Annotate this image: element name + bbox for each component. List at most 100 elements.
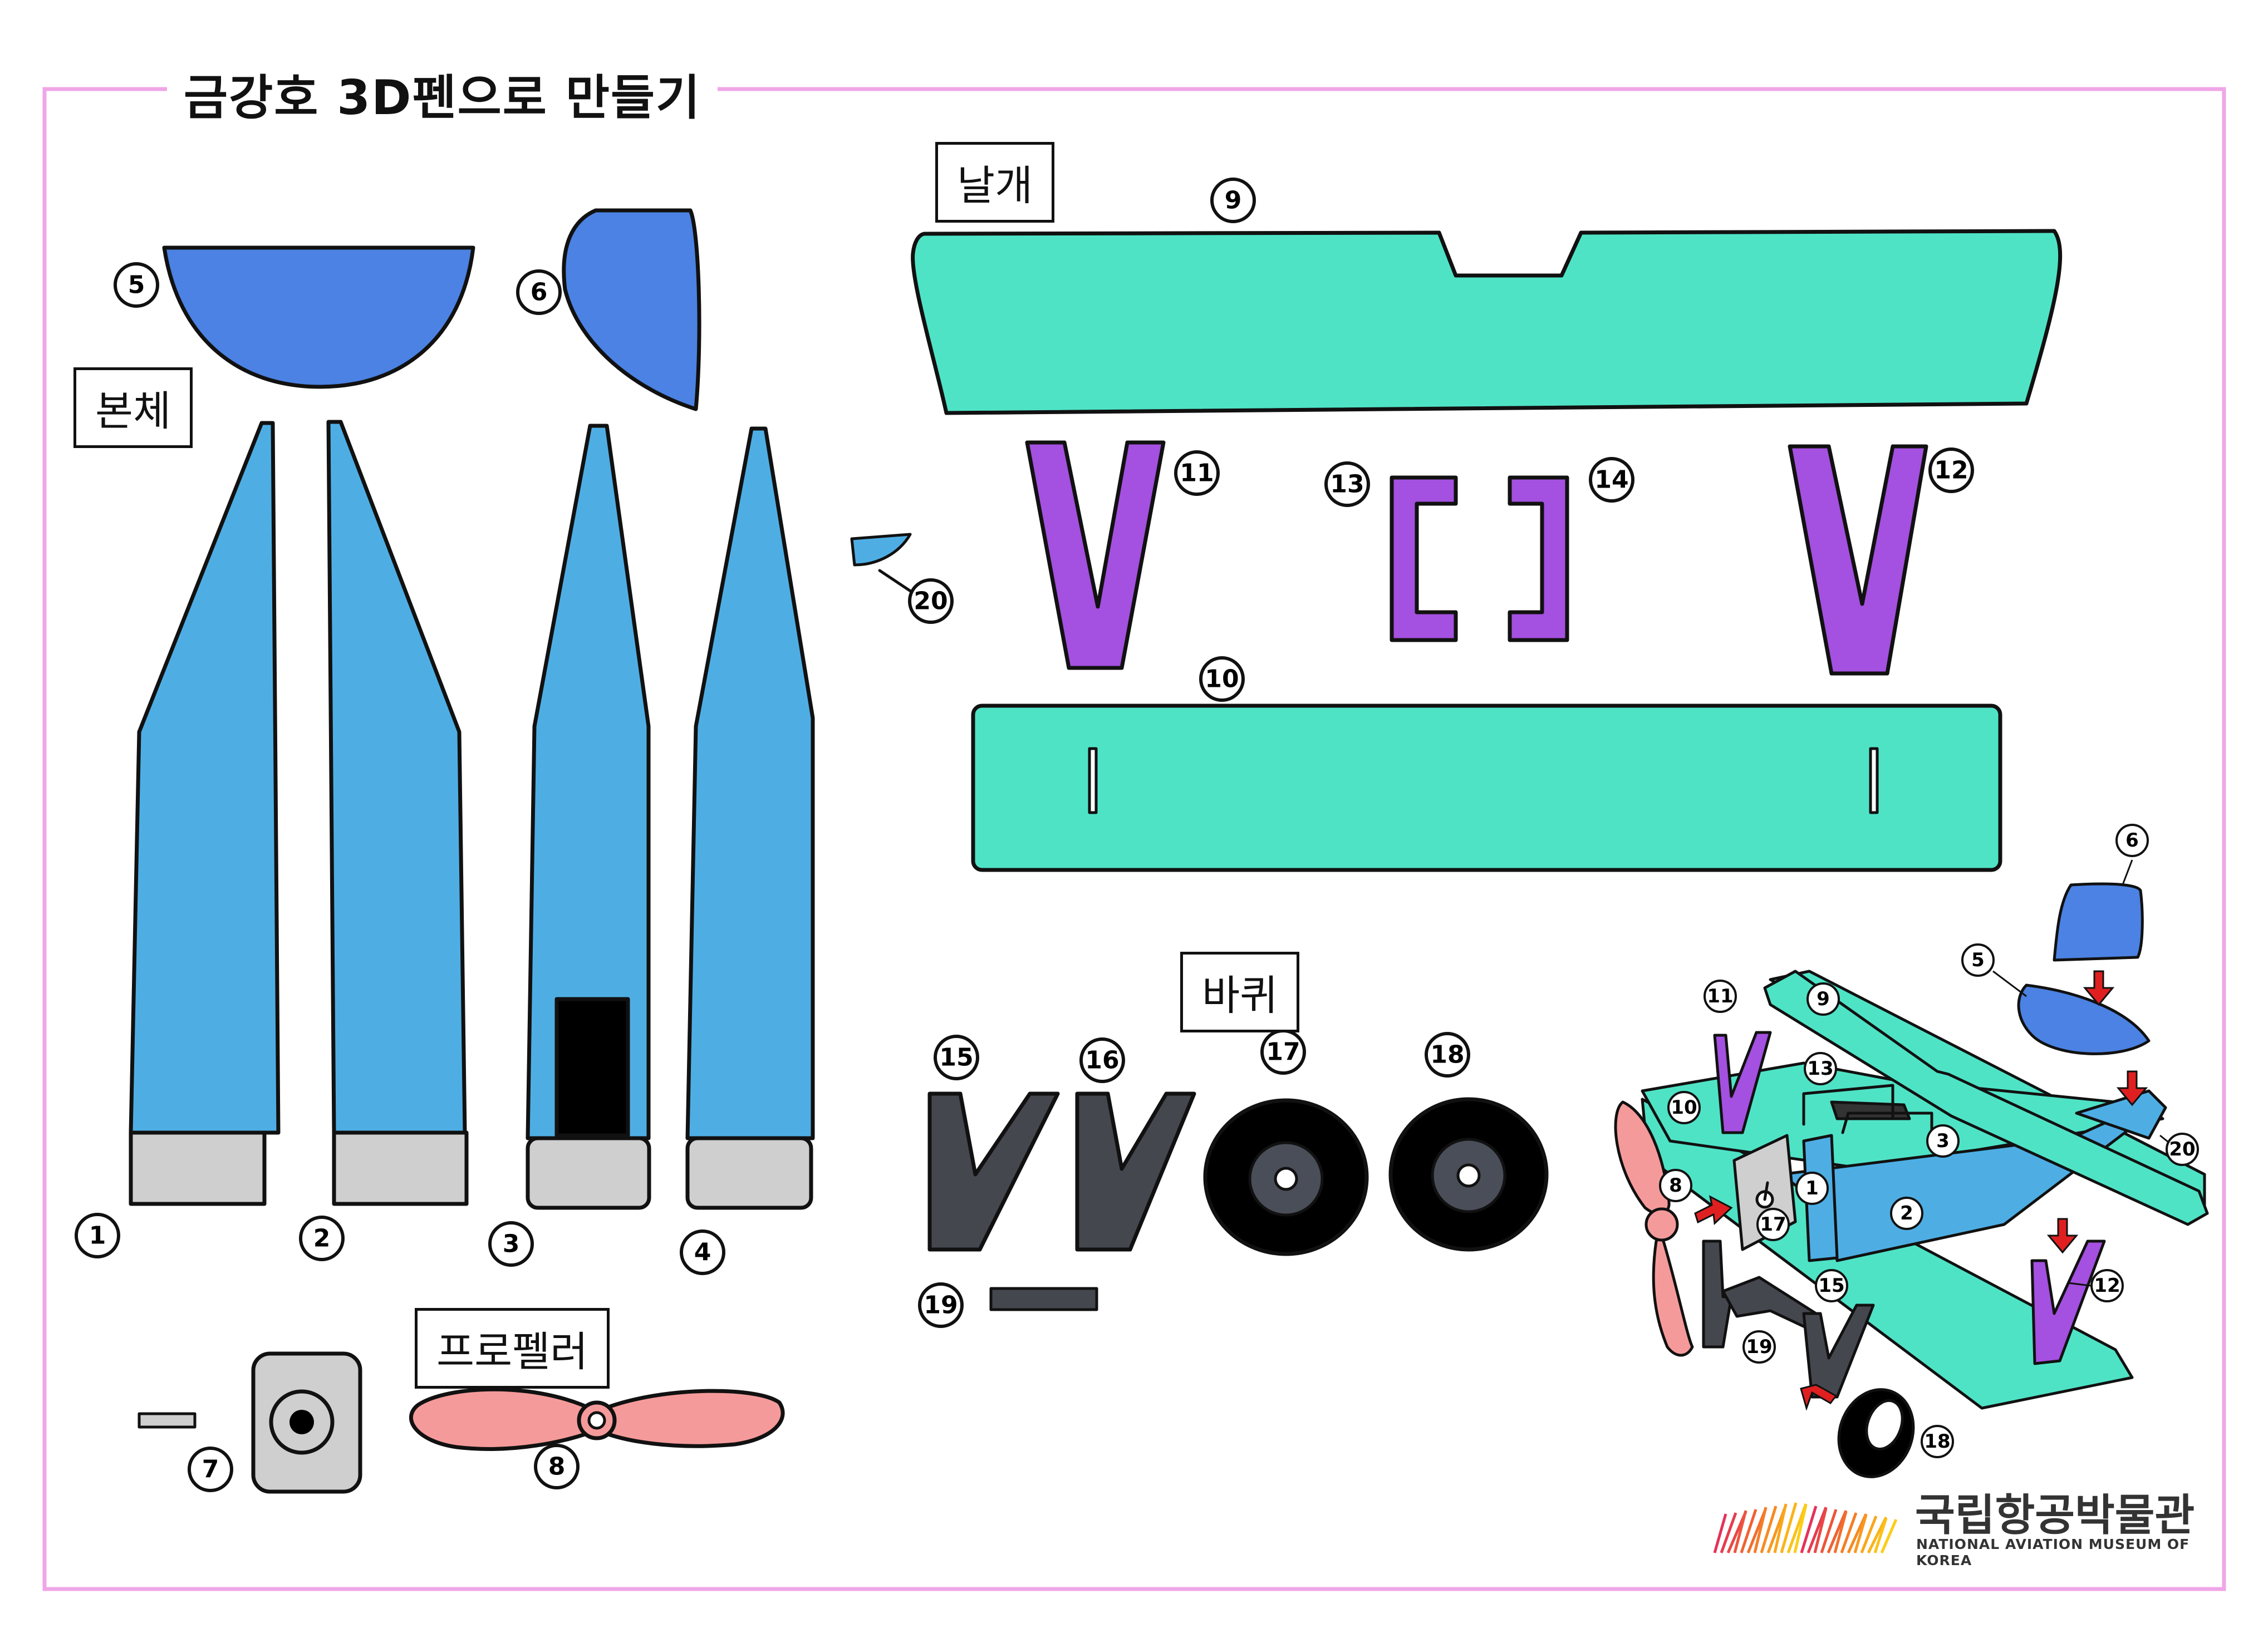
assembly-number-13: 13 [1804,1052,1837,1085]
svg-text:8: 8 [548,1453,566,1481]
strut-part-12 [1788,444,1928,676]
assembly-number-labels: 6 5 11 9 13 10 3 8 1 17 2 20 15 12 19 18 [1659,824,2199,1458]
propeller-part-8 [409,1387,785,1451]
assembly-number-18: 18 [1921,1425,1954,1458]
svg-text:12: 12 [1934,456,1968,485]
lower-wing-part-10 [971,704,2002,872]
part-number-6: 6 [516,269,562,315]
assembly-number-11: 11 [1704,980,1737,1013]
svg-text:20: 20 [2169,1138,2195,1160]
svg-text:3: 3 [503,1230,520,1258]
assembly-number-19: 19 [1742,1330,1776,1364]
svg-text:15: 15 [939,1044,973,1072]
axle-part-19 [989,1287,1098,1311]
part-number-17: 17 [1260,1029,1306,1075]
museum-logo: 국립항공박물관 NATIONAL AVIATION MUSEUM OF KORE… [1704,1480,2205,1568]
body-panel-1 [129,421,281,1206]
svg-text:1: 1 [1805,1177,1819,1199]
assembly-number-8: 8 [1659,1169,1692,1202]
assembly-number-3: 3 [1926,1124,1960,1158]
svg-text:6: 6 [531,278,548,307]
part-number-2: 2 [299,1216,345,1261]
part-number-5: 5 [114,262,159,308]
wheel-part-18 [1388,1097,1549,1252]
svg-text:2: 2 [313,1224,331,1253]
bracket-part-13 [1390,475,1458,642]
shaft-part-7 [138,1412,197,1429]
svg-text:6: 6 [2125,829,2139,852]
svg-text:18: 18 [1924,1430,1950,1453]
section-label-body: 본체 [73,367,193,448]
part-number-20: 20 [908,578,954,624]
svg-text:20: 20 [914,587,948,616]
logo-name-ko: 국립항공박물관 [1915,1491,2195,1541]
propeller-mount-part-7 [251,1351,362,1494]
section-label-wheels: 바퀴 [1180,952,1300,1032]
assembly-number-5: 5 [1961,943,1995,977]
svg-text:18: 18 [1430,1041,1464,1069]
svg-text:7: 7 [202,1455,219,1484]
part-20 [850,533,912,567]
svg-text:11: 11 [1707,985,1733,1007]
assembly-number-1: 1 [1795,1172,1829,1205]
wheel-strut-part-15 [927,1091,1060,1252]
assembly-number-20: 20 [2166,1133,2199,1166]
svg-text:12: 12 [2094,1275,2120,1297]
svg-text:9: 9 [1817,988,1830,1010]
svg-text:17: 17 [1266,1038,1300,1066]
part-number-15: 15 [934,1035,979,1080]
part-number-1: 1 [75,1213,120,1258]
assembly-number-10: 10 [1667,1091,1701,1124]
svg-text:8: 8 [1669,1174,1682,1197]
part-number-13: 13 [1324,461,1370,507]
assembly-number-9: 9 [1806,982,1840,1016]
section-label-wings: 날개 [935,142,1055,223]
svg-text:19: 19 [924,1291,958,1320]
part-number-19: 19 [918,1282,964,1328]
page-frame [42,87,2226,1591]
wheel-part-17 [1203,1098,1369,1256]
canopy-part-6 [562,208,701,411]
svg-text:14: 14 [1594,466,1628,494]
red-arrow-icon [1694,970,2148,1411]
part-number-12: 12 [1928,447,1974,493]
svg-text:16: 16 [1085,1046,1119,1075]
svg-text:9: 9 [1225,186,1242,215]
part-number-11: 11 [1174,450,1220,496]
part-number-8: 8 [534,1444,580,1489]
svg-text:3: 3 [1936,1130,1950,1152]
part-number-10: 10 [1199,656,1245,702]
lower-wing-slot-left [1088,747,1098,814]
assembly-number-15: 15 [1815,1269,1848,1302]
svg-text:10: 10 [1205,665,1239,693]
svg-text:10: 10 [1671,1096,1697,1119]
assembly-number-12: 12 [2090,1269,2124,1302]
assembly-number-17: 17 [1756,1208,1790,1241]
svg-text:17: 17 [1760,1213,1786,1236]
lower-wing-slot-right [1869,747,1879,814]
body-panel-3 [526,424,651,1210]
logo-name-en: NATIONAL AVIATION MUSEUM OF KOREA [1916,1536,2190,1568]
body-panel-2 [326,420,469,1206]
svg-text:2: 2 [1900,1202,1913,1224]
section-label-propeller: 프로펠러 [415,1308,610,1389]
assembly-number-6: 6 [2115,824,2149,857]
svg-text:13: 13 [1807,1057,1833,1080]
part-number-7: 7 [188,1447,233,1492]
logo-stripes-icon [1713,1502,1898,1554]
wheel-strut-part-16 [1075,1091,1196,1252]
part-number-3: 3 [488,1221,534,1267]
upper-wing-part-9 [911,229,2063,415]
part-number-9: 9 [1210,178,1256,223]
part-number-16: 16 [1079,1037,1125,1083]
part-number-4: 4 [680,1229,725,1275]
body-panel-4 [685,426,815,1210]
bracket-part-14 [1508,475,1569,642]
strut-part-11 [1025,440,1166,670]
svg-text:15: 15 [1818,1275,1844,1297]
svg-text:4: 4 [694,1238,711,1267]
svg-text:1: 1 [89,1222,106,1250]
part-number-14: 14 [1589,457,1634,503]
svg-text:19: 19 [1746,1336,1772,1358]
